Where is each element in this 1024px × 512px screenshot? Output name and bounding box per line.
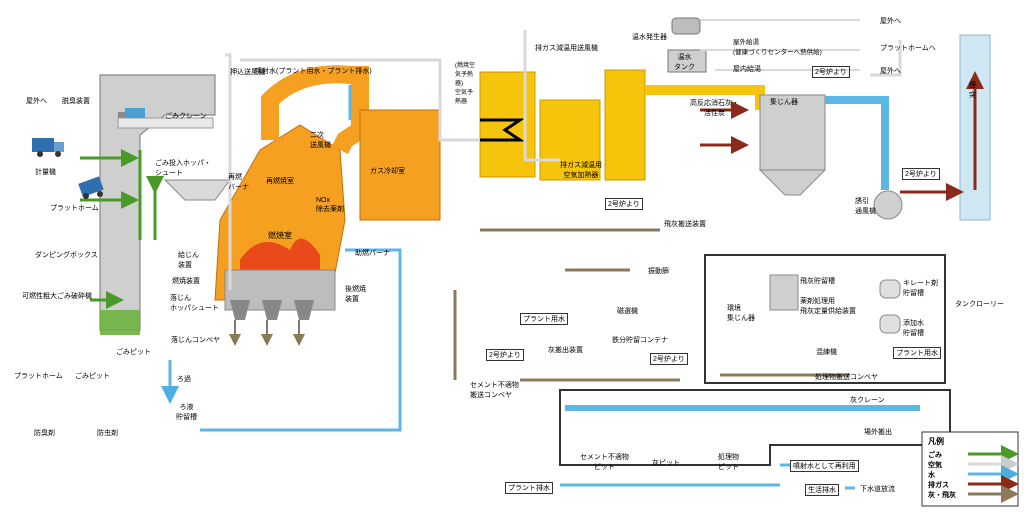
label-start-burner: 助燃バーナ bbox=[355, 250, 390, 257]
label-plant-water: プラント用水 bbox=[520, 313, 568, 325]
hot-water-generator bbox=[667, 17, 707, 73]
ash-pit-building bbox=[559, 389, 951, 466]
label-outside1: 屋外へ bbox=[880, 18, 901, 25]
label-platform-hopper: ごみ投入ホッパ・ シュート bbox=[155, 160, 211, 177]
label-treated-conveyor: 処理物搬送コンベヤ bbox=[815, 374, 878, 381]
label-dumping-box: ダンピングボックス bbox=[35, 252, 98, 259]
label-cement-conveyor: セメント不適物 搬送コンベヤ bbox=[470, 382, 519, 399]
label-additive-tank: 添加水 貯留槽 bbox=[903, 320, 924, 337]
label-stack: 煙 突 bbox=[969, 82, 976, 99]
legend-item-ash: 灰・飛灰 bbox=[928, 492, 956, 499]
label-bag-filter: 集じん器 bbox=[770, 99, 798, 106]
label-filtrate: ろ過 bbox=[177, 376, 191, 383]
label-env-dust: 環境 集じん器 bbox=[727, 305, 755, 322]
legend-item-air: 空気 bbox=[928, 462, 942, 469]
label-reuse: 噴射水として再利用 bbox=[790, 460, 859, 472]
label-reburn-burner: 再燃 バーナ bbox=[228, 174, 249, 191]
label-domestic: 生活排水 bbox=[805, 484, 839, 496]
label-furnace: 燃焼室 bbox=[268, 231, 292, 240]
label-secondary-fan: 二次 送風機 bbox=[310, 132, 331, 149]
label-magnetic: 磁選機 bbox=[617, 308, 638, 315]
stack bbox=[959, 34, 991, 221]
label-from2-d: 2号炉より bbox=[486, 349, 524, 361]
label-tank-lorry: タンクローリー bbox=[955, 301, 1004, 308]
label-platform: プラットホーム bbox=[50, 205, 99, 212]
label-grate: 燃焼装置 bbox=[172, 278, 200, 285]
label-deodorizer-outside: 屋外へ bbox=[26, 98, 47, 105]
label-hot-water-gen: 温水発生器 bbox=[632, 34, 667, 41]
label-pit2: ごみピット bbox=[75, 373, 110, 380]
legend-item-waste: ごみ bbox=[928, 452, 942, 459]
label-feeder: 給じん 装置 bbox=[178, 252, 199, 269]
label-outdoor-bath: 屋外給湯 (健康づくりセンターへ熱供給) bbox=[733, 39, 822, 56]
label-nox: NOx 除去薬剤 bbox=[316, 197, 344, 213]
garbage-truck-2 bbox=[78, 176, 104, 199]
grate-hoppers bbox=[230, 300, 314, 320]
legend-item-exhaust: 排ガス bbox=[928, 482, 949, 489]
label-exhaust-fan: 排ガス減温用送風機 bbox=[535, 45, 598, 52]
label-insecticide: 防虫剤 bbox=[97, 430, 118, 437]
label-scale: 計量機 bbox=[35, 169, 56, 176]
label-indoor-bath: 屋内給湯 bbox=[733, 66, 761, 73]
label-gas-cooler: ガス冷却室 bbox=[370, 168, 405, 175]
label-platform-to: プラットホームへ bbox=[880, 45, 936, 52]
label-reburn-chamber: 再燃焼室 bbox=[266, 178, 294, 185]
feed-hopper bbox=[163, 179, 231, 201]
label-chelate-tank: キレート剤 貯留槽 bbox=[903, 280, 938, 297]
label-lime: 高反応消石灰・ 活性炭 bbox=[690, 100, 739, 117]
label-ash-conveyor: 落じんコンベヤ bbox=[171, 337, 220, 344]
bag-filter bbox=[758, 94, 827, 196]
label-from2-b: 2号炉より bbox=[902, 168, 940, 180]
label-fly-ash-tank: 飛灰貯留槽 bbox=[800, 278, 835, 285]
label-from2-e: 2号炉より bbox=[650, 353, 688, 365]
label-exhaust-reheater: 排ガス減温用 空気加熱器 bbox=[560, 162, 602, 179]
label-from2-c: 2号炉より bbox=[605, 198, 643, 210]
label-crane: ごみクレーン bbox=[165, 113, 207, 120]
label-hot-water-tank: 温水 タンク bbox=[674, 54, 695, 71]
label-post-grate: 後燃焼 装置 bbox=[345, 286, 366, 303]
label-shredder: 可燃性粗大ごみ破砕機 bbox=[22, 293, 92, 300]
label-outside-carry: 場外搬出 bbox=[864, 429, 892, 436]
label-iron-container: 鉄分貯留コンテナ bbox=[612, 337, 668, 344]
legend-item-water: 水 bbox=[928, 472, 935, 479]
label-ash-out: 灰搬出装置 bbox=[548, 347, 583, 354]
crane-rail bbox=[117, 108, 214, 129]
label-cement-pit: セメント不適物 ピット bbox=[580, 454, 629, 471]
label-pit: ごみピット bbox=[116, 349, 151, 356]
label-ash-hopper: 落じん ホッパシュート bbox=[170, 295, 219, 312]
label-fly-ash-conveyor: 飛灰搬送装置 bbox=[664, 221, 706, 228]
ash-treatment-building bbox=[704, 254, 946, 384]
label-from2-a: 2号炉より bbox=[812, 66, 850, 78]
garbage-truck-1 bbox=[32, 138, 64, 157]
incinerator bbox=[214, 65, 441, 311]
label-preheater: (燃焼空気予熱器) 空気予熱器 bbox=[455, 63, 475, 105]
label-plant-drain: プラント用水 bbox=[893, 347, 941, 359]
label-kneader: 混練機 bbox=[816, 349, 837, 356]
label-platform2: プラットホーム bbox=[14, 373, 63, 380]
label-chem-supply: 薬剤処理用 飛灰定量供給装置 bbox=[800, 298, 856, 315]
label-vibrating-screen: 振動篩 bbox=[648, 268, 669, 275]
label-plant-effluent: プラント排水 bbox=[505, 482, 553, 494]
label-treated-pit: 処理物 ピット bbox=[718, 454, 739, 471]
label-filtrate-tank: ろ液 貯留槽 bbox=[176, 404, 197, 421]
label-outside2: 屋外へ bbox=[880, 68, 901, 75]
induced-fan bbox=[873, 190, 903, 220]
label-sewer: 下水道放流 bbox=[860, 486, 895, 493]
label-ash-crane: 灰クレーン bbox=[850, 397, 885, 404]
legend-title: 凡例 bbox=[928, 437, 944, 446]
label-push-fan: 押込送風機 bbox=[230, 69, 265, 76]
label-deodorizer: 脱臭装置 bbox=[62, 98, 90, 105]
label-spray-water: 噴射水(プラント用水・プラント排水) bbox=[255, 68, 372, 75]
label-ash-pit: 灰ピット bbox=[652, 460, 680, 467]
label-induced-fan: 誘引 通風機 bbox=[855, 198, 876, 215]
label-deodorant: 防臭剤 bbox=[34, 430, 55, 437]
